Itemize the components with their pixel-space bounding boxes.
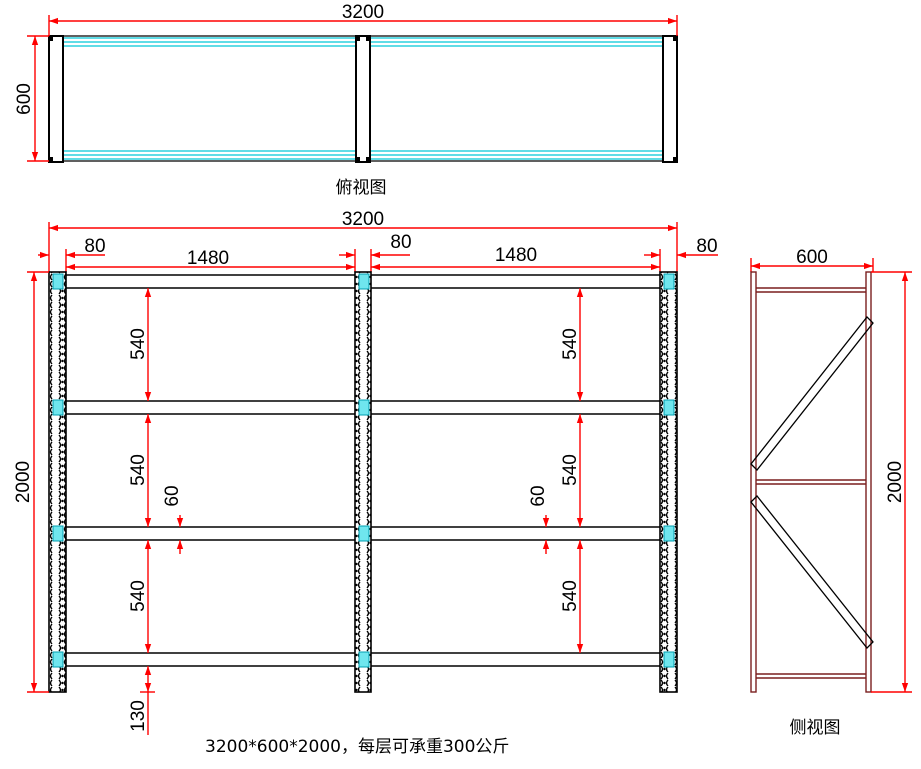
side-view-diagonal-braces [750,316,874,649]
side-view-height-label: 2000 [885,461,906,503]
front-view: 3200 80 1480 80 1480 80 [13,209,718,735]
top-view-caption: 俯视图 [336,178,387,198]
front-view-post-width-middle: 80 [390,232,411,253]
front-view-total-width-label: 3200 [342,209,384,230]
side-view-height-dimension [871,271,912,693]
front-view-uprights [48,271,678,693]
top-view-depth-dimension [27,35,49,162]
level-spacing-left-1: 540 [128,328,149,360]
top-view-depth-label: 600 [14,83,35,115]
level-spacing-left-2: 540 [128,454,149,486]
front-view-bay-width-left: 1480 [187,248,229,269]
side-view-depth-dimension [750,258,874,272]
level-spacing-right-1: 540 [560,328,581,360]
front-view-post-bay-dimensions [38,249,718,272]
top-view-uprights [48,35,678,163]
spec-note: 3200*600*2000，每层可承重300公斤 [205,737,509,757]
front-view-level-dimensions [144,288,584,653]
top-view: 3200 600 俯视图 [14,2,678,198]
side-view-frame [750,271,872,693]
level-spacing-right-3: 540 [560,580,581,612]
side-view-caption: 侧视图 [790,718,841,738]
side-view-depth-label: 600 [796,247,828,268]
front-view-height-dimension [27,271,49,693]
side-view: 600 2000 侧视图 [750,247,912,738]
front-view-beam-height-dimensions [176,515,550,554]
bottom-clearance-label: 130 [128,700,149,732]
beam-height-left-label: 60 [162,485,183,506]
right-upright [659,271,678,693]
front-view-height-label: 2000 [13,461,34,503]
beam-height-right-label: 60 [528,485,549,506]
top-view-width-label: 3200 [342,2,384,23]
front-view-post-width-right: 80 [696,236,717,257]
front-view-bottom-clearance-dimension [140,666,155,735]
level-spacing-right-2: 540 [560,454,581,486]
left-upright [48,271,67,693]
front-view-total-width-dimension [48,222,678,272]
front-view-beam-connectors [52,273,675,668]
top-view-width-dimension [48,15,678,36]
front-view-bay-width-right: 1480 [495,245,537,266]
middle-upright [354,271,372,693]
front-view-post-width-left: 80 [84,236,105,257]
level-spacing-left-3: 540 [128,580,149,612]
